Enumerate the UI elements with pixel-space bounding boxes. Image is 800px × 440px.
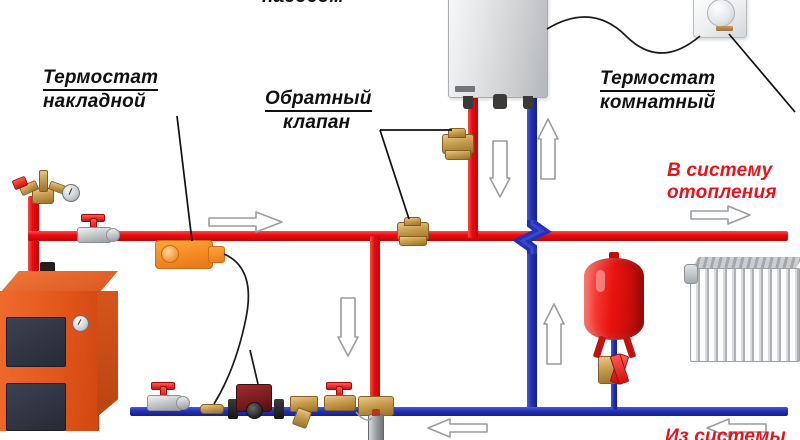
label-from-system-line1: Из системы [665,426,786,440]
label-room-thermostat: Термостат комнатный [600,68,716,114]
wire-room-thermostat [546,16,701,54]
solid-fuel-boiler[interactable] [0,262,118,440]
room-thermostat[interactable] [693,0,747,38]
label-check-valve: Обратный клапан [265,88,372,134]
safety-group[interactable] [11,168,92,210]
check-valve-upper[interactable] [440,128,474,160]
leader-strap-thermostat [176,115,193,242]
check-valve-lower-cap [404,217,421,226]
boiler-thermometer-icon [72,315,89,332]
label-to-system: В систему отопления [667,160,777,204]
label-from-system: Из системы [665,426,786,440]
radiator-sections [690,268,800,362]
supply-pipe-branch-down [370,236,380,422]
arrow-supply-right-2 [690,205,752,225]
expansion-vessel[interactable] [584,252,644,360]
arrow-return-up-1 [543,303,565,365]
ball-valve-supply[interactable] [73,214,120,244]
gas-boiler-return-nipple [523,96,533,109]
ball-valve-supply-union [106,228,120,242]
check-valve-lower[interactable] [395,217,429,247]
pump-hub [246,402,263,419]
strap-on-thermostat-dial[interactable] [161,245,179,263]
room-thermostat-dial[interactable] [707,0,735,27]
pump-flange-left [228,399,238,419]
label-to-system-line1: В систему [667,160,773,181]
arrow-supply-down-2 [489,140,511,198]
label-check-valve-line2: клапан [283,112,351,134]
boiler-lower-door[interactable] [6,383,66,431]
return-pipe-gas-boiler-drop [527,94,537,222]
pressure-gauge-icon [62,184,80,202]
gas-boiler-gas-nipple [493,94,507,109]
boiler-top-panel [0,271,118,293]
strap-on-thermostat[interactable] [155,240,225,269]
ball-valve-makeup-body [324,395,356,411]
check-valve-lower-flange [399,236,427,246]
radiator[interactable] [684,257,800,362]
check-valve-upper-cap [448,128,466,138]
makeup-cylinder-cap [372,409,380,416]
expansion-vessel-air-valve [609,252,619,261]
label-to-system-line2: отопления [667,182,777,204]
y-strainer[interactable] [290,396,320,430]
strap-on-thermostat-nose [208,246,225,263]
boiler-side-panel [97,291,118,417]
ball-valve-return-union [176,396,190,410]
label-strap-thermostat: Термостат накладной [43,67,159,113]
pump-flange-right [274,399,284,419]
gas-boiler-logo [455,86,475,92]
label-top-cut-line1: насосом [262,0,344,7]
arrow-return-left-1 [426,418,488,438]
expansion-vessel-tank [584,258,644,340]
boiler-upper-door[interactable] [6,317,66,367]
return-pipe-main-horizontal [130,407,788,416]
label-room-thermostat-line1: Термостат [600,68,716,93]
room-thermostat-terminal [716,26,733,31]
check-valve-upper-flange [445,150,471,160]
boiler-flue [40,262,55,273]
expansion-vessel-ball-valve[interactable] [598,352,634,386]
air-vent-icon [39,170,48,192]
circulation-pump[interactable] [228,384,288,424]
arrow-supply-right-1 [208,211,284,233]
ball-valve-makeup[interactable] [322,382,358,412]
arrow-return-left-2 [705,418,767,438]
makeup-cylinder [368,409,384,440]
leader-check-valve-lower [379,129,410,220]
radiator-end-plug [684,264,698,284]
label-room-thermostat-line2: комнатный [600,92,716,114]
ball-valve-return[interactable] [143,382,190,412]
gas-wall-boiler[interactable] [448,0,548,109]
wire-strap-thermostat [213,253,250,405]
label-strap-thermostat-line1: Термостат [43,67,159,92]
wire-pump [249,349,259,385]
thermostat-sensor-bulb [200,404,224,414]
leader-room-thermostat [728,33,796,113]
supply-pipe-gas-boiler-drop [468,94,478,238]
label-top-cut: насосом [262,0,344,7]
arrow-supply-down-1 [337,297,359,357]
gas-boiler-supply-nipple [463,96,473,109]
return-pipe-vertical [527,250,537,416]
arrow-supply-up-1 [537,118,559,180]
label-check-valve-line1: Обратный [265,88,372,113]
label-strap-thermostat-line2: накладной [43,91,146,113]
expansion-vessel-highlight [596,270,605,292]
